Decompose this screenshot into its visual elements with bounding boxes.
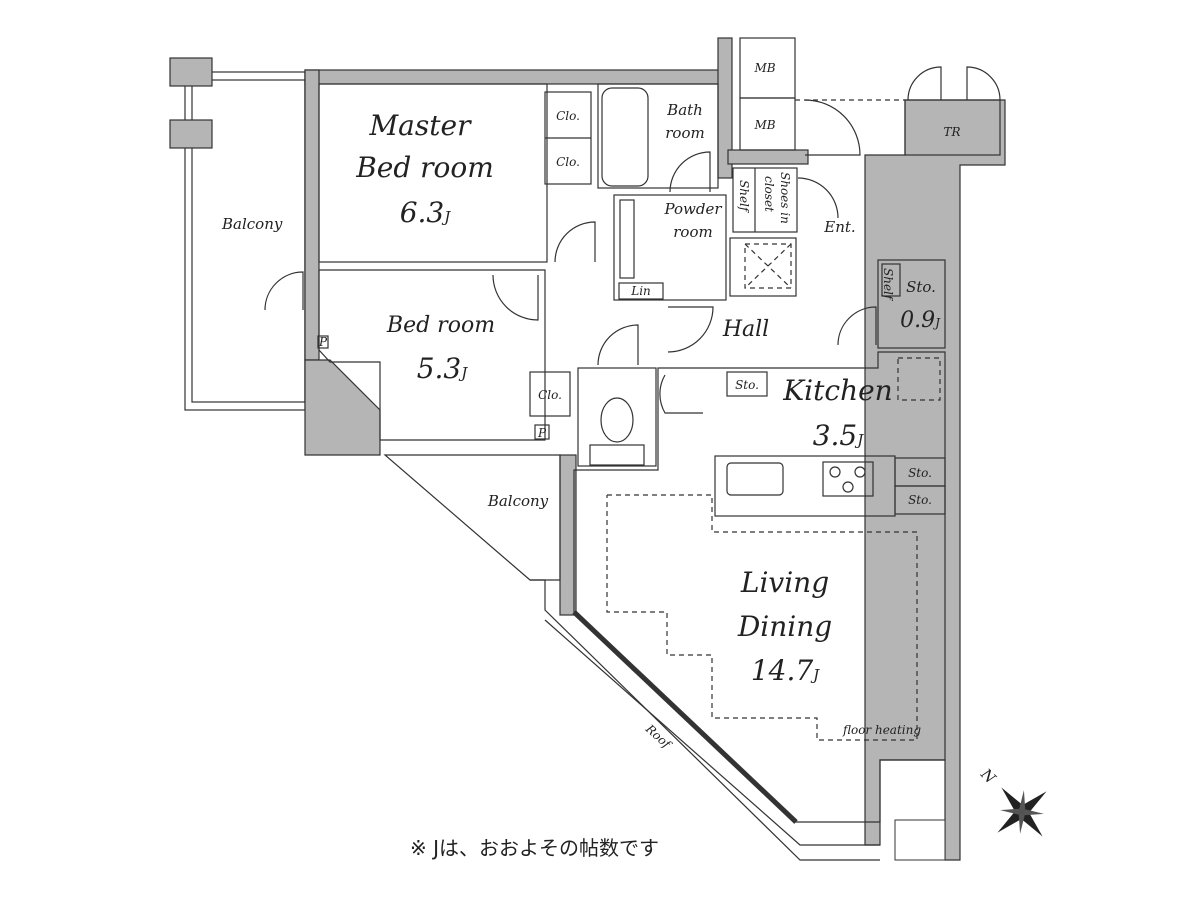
bath-label: Bath: [666, 101, 703, 119]
storage-label: Sto.: [906, 278, 936, 296]
linen-label: Lin: [630, 284, 651, 298]
compass-icon: [997, 787, 1047, 837]
laundry-pan: [729, 237, 797, 297]
trunk-room: [904, 99, 1001, 156]
kitchen-label: Kitchen: [782, 374, 892, 407]
pipe-space-label: P: [318, 335, 328, 349]
living-dining-kitchen: [573, 351, 946, 823]
living-label: Living: [740, 566, 829, 599]
storage-size: 0.9J: [900, 308, 941, 333]
bathroom: [597, 83, 719, 189]
bedroom-label: Bed room: [386, 313, 495, 338]
balcony-label: Balcony: [487, 492, 549, 510]
linen-closet: [618, 282, 664, 300]
sto-label: Sto.: [908, 493, 932, 507]
closet-label: Clo.: [556, 109, 580, 123]
balcony-lower: [383, 454, 561, 581]
closet-label: Clo.: [538, 388, 562, 402]
powder-label: room: [673, 223, 712, 241]
stove-icon: [822, 461, 874, 497]
shelf-label: Shelf: [737, 180, 751, 214]
shoes-closet-label: Shoes in: [778, 172, 792, 224]
bathtub: [601, 87, 649, 187]
tr-label: TR: [943, 125, 960, 139]
mb-label: MB: [753, 118, 775, 132]
shelf-label: Shelf: [881, 268, 895, 302]
pipe-space-label: P: [537, 426, 547, 440]
kitchen-counter: [714, 455, 896, 517]
bedroom-size: 5.3J: [417, 352, 469, 385]
master-bedroom: [318, 83, 548, 263]
master-bedroom-label: Bed room: [355, 151, 494, 184]
roof-label: Roof: [642, 721, 675, 752]
kitchen-storage: [726, 371, 768, 397]
powder-label: Powder: [663, 200, 722, 218]
sto-label: Sto.: [908, 466, 932, 480]
floor-heating-area: [606, 494, 918, 741]
balcony-label: Balcony: [221, 215, 283, 233]
area-note: ※ Jは、おおよその帖数です: [410, 836, 659, 860]
sink-icon: [726, 462, 784, 496]
storage-large: [877, 259, 946, 349]
entrance-label: Ent.: [823, 218, 855, 236]
bedroom: [318, 269, 546, 441]
master-bedroom-size: 6.3J: [400, 196, 452, 229]
toilet-icon: [600, 397, 634, 443]
living-size: 14.7J: [751, 654, 820, 687]
toilet-room: [577, 367, 657, 467]
dining-label: Dining: [737, 610, 832, 643]
master-bedroom-label: Master: [369, 109, 473, 142]
shoes-closet: [732, 167, 798, 233]
closet-label: Clo.: [556, 155, 580, 169]
north-label: N: [976, 764, 999, 787]
mb-label: MB: [753, 61, 775, 75]
bath-label: room: [665, 124, 704, 142]
kitchen-size: 3.5J: [813, 419, 865, 452]
shoes-closet-label: closet: [762, 176, 776, 212]
closet-bedroom: [529, 371, 571, 417]
doors: [264, 66, 1001, 414]
balcony-left: Balcony: [169, 57, 306, 411]
powder-room: [613, 194, 727, 301]
floor-heating-label: floor heating: [842, 723, 921, 737]
hall-label: Hall: [722, 317, 769, 342]
sto-label: Sto.: [735, 378, 759, 392]
